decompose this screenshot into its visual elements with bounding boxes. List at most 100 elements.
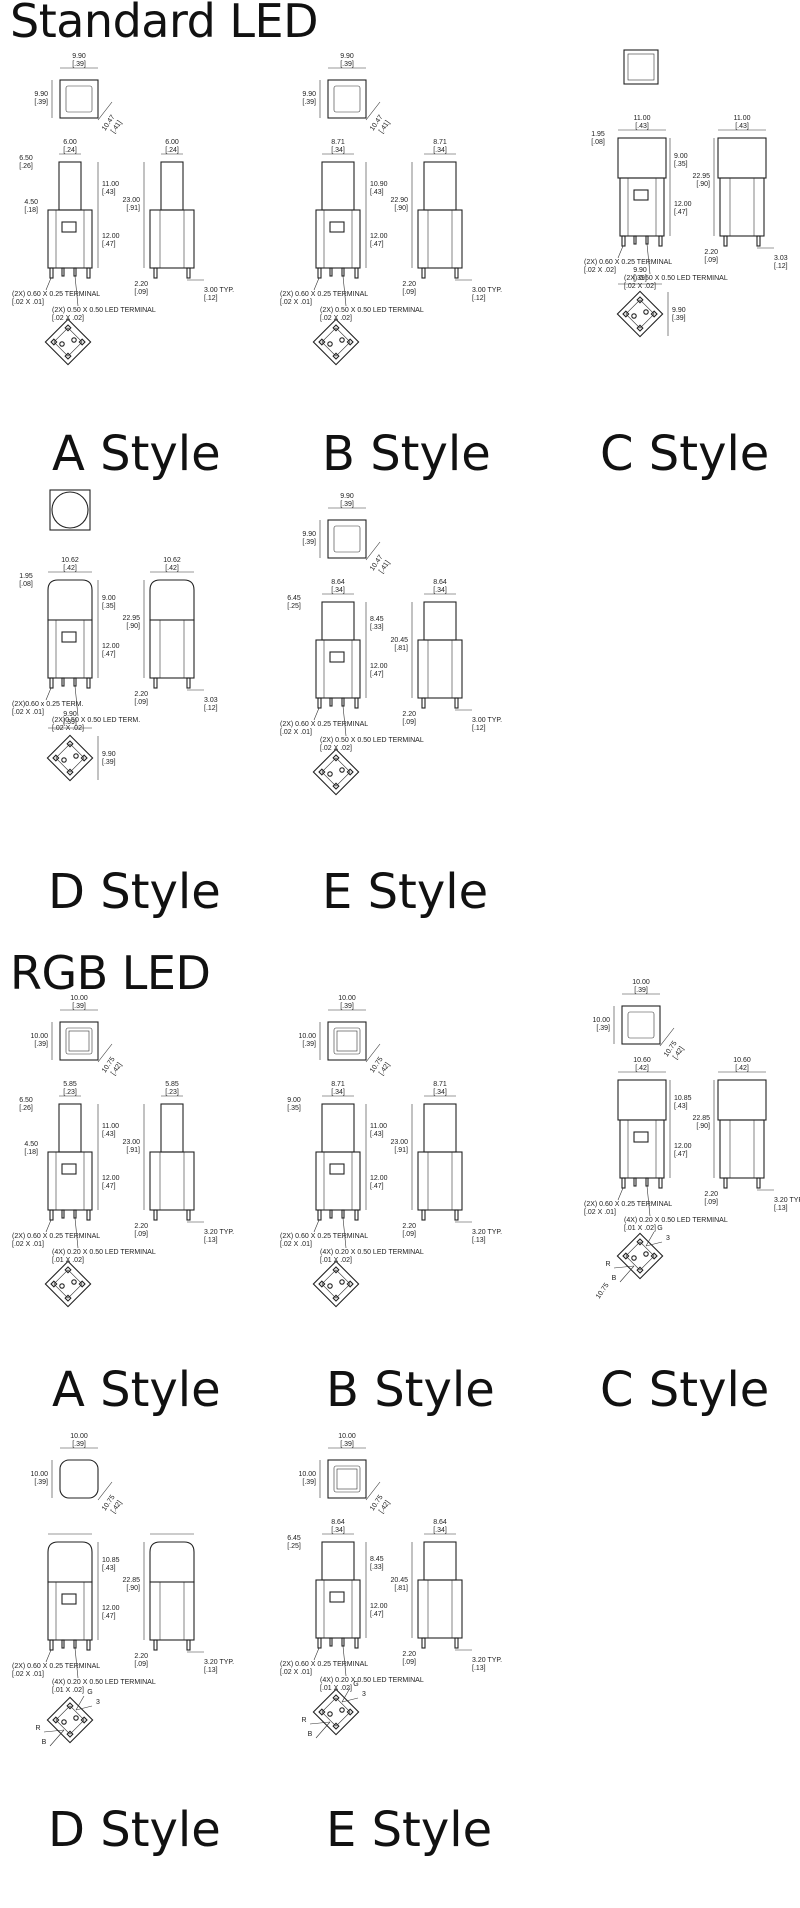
bottom-view-part [64, 1266, 72, 1274]
style-label-rgb-c: C Style [600, 1362, 770, 1418]
pin-hole [339, 1279, 345, 1285]
dimension-pitch: 3.03 [774, 255, 788, 262]
dimension-term2-inch: [.01 X .02] [320, 1685, 352, 1692]
bottom-view-part [64, 1294, 72, 1302]
top-view-inner [336, 1030, 358, 1052]
dimension-total-inch: [.90] [696, 181, 710, 188]
dimension-cap_h-inch: [.43] [102, 189, 116, 196]
side-cap-outline [149, 1541, 195, 1583]
bottom-view-part [321, 327, 351, 357]
side-pin [186, 1209, 191, 1221]
led-pin [329, 267, 333, 277]
bottom-view-part [66, 740, 74, 748]
top-view-outline [327, 519, 367, 559]
body-window [61, 631, 77, 643]
led-pin [61, 1209, 65, 1219]
dimension-cap_w-inch: [.42] [635, 1065, 649, 1072]
dimension-term2: (4X) 0.20 X 0.50 LED TERMINAL [624, 1217, 728, 1224]
terminal-pin [354, 1209, 359, 1221]
led-terminal-leader [74, 685, 79, 717]
drawing-standard-d: 10.62[.42]9.00[.35]12.00[.47]1.95[.08](2… [12, 489, 218, 782]
dimension-body_h: 12.00 [674, 1143, 692, 1150]
dimension-pin-inch: [.09] [134, 1661, 148, 1668]
dimension-total: 23.00 [122, 1139, 140, 1146]
dimension-flange: 6.45 [287, 595, 301, 602]
style-label-standard-c: C Style [600, 426, 770, 482]
side-body [149, 619, 195, 679]
bottom-view-part [346, 1280, 354, 1288]
cap-outline [47, 579, 93, 621]
diag-dim [97, 1481, 113, 1501]
pin-hole [59, 1283, 65, 1289]
dimension-body_h-inch: [.47] [102, 1183, 116, 1190]
side-pin [153, 267, 158, 279]
dimension-bot_h-inch: [.39] [672, 315, 686, 322]
style-label-rgb-a: A Style [52, 1362, 221, 1418]
terminal-pin [317, 267, 322, 279]
bottom-view-part [636, 1238, 644, 1246]
dimension-term2-inch: [.02 X .02] [624, 283, 656, 290]
bottom-view-part [321, 1697, 351, 1727]
dimension-cap_w: 8.64 [331, 579, 345, 586]
terminal-leader [617, 1187, 624, 1201]
pin-label-0: G [87, 1689, 92, 1696]
dimension-term1: (2X) 0.60 X 0.25 TERMINAL [280, 291, 368, 298]
dimension-cap_h-inch: [.33] [370, 624, 384, 631]
dimension-term1: (2X)0.60 x 0.25 TERM. [12, 701, 84, 708]
dimension-total: 23.00 [122, 197, 140, 204]
side-pin [723, 1177, 728, 1189]
dimension-cap_h: 8.45 [370, 616, 384, 623]
side-pin [454, 697, 459, 709]
pin-leader [341, 1687, 351, 1703]
dimension-pitch: 3.00 TYP. [204, 287, 234, 294]
dimension-side_cap_w: 8.71 [433, 139, 447, 146]
dimension-term1-inch: [.02 X .01] [584, 1209, 616, 1216]
dimension-pin-inch: [.09] [402, 1231, 416, 1238]
dimension-term1-inch: [.02 X .01] [12, 299, 44, 306]
bottom-view-part [66, 1730, 74, 1738]
dimension-total-inch: [.91] [126, 205, 140, 212]
dimension-total-inch: [.90] [696, 1123, 710, 1130]
dimension-flange-inch: [.35] [287, 1105, 301, 1112]
top-view-outline [621, 1005, 661, 1045]
dimension-diag: 10.75 [595, 1282, 611, 1300]
dimension-top_h-inch: [.39] [302, 99, 316, 106]
bottom-view-part [318, 1280, 326, 1288]
dimension-term1-inch: [.02 X .01] [280, 1241, 312, 1248]
dimension-term2: (2X) 0.50 X 0.50 LED TERMINAL [320, 307, 424, 314]
led-terminal-leader [74, 1217, 79, 1249]
bottom-view [44, 318, 92, 366]
dimension-pin-inch: [.09] [134, 1231, 148, 1238]
style-label-standard-d: D Style [48, 864, 221, 920]
dimension-pitch-inch: [.12] [204, 705, 218, 712]
dimension-pin-inch: [.09] [134, 699, 148, 706]
dimension-top_w-inch: [.39] [340, 61, 354, 68]
dimension-top_w-inch: [.39] [634, 987, 648, 994]
dimension-body_h-inch: [.47] [102, 241, 116, 248]
bottom-view-part [44, 318, 92, 366]
terminal-pin [49, 677, 54, 689]
dimension-flange: 6.45 [287, 1535, 301, 1542]
bottom-view-part [318, 338, 326, 346]
bottom-view-part [332, 352, 340, 360]
dimension-cap_w-inch: [.34] [331, 1089, 345, 1096]
top-view-inner [68, 1030, 90, 1052]
dimension-pitch-inch: [.12] [774, 263, 788, 270]
dimension-top_w-inch: [.39] [340, 1003, 354, 1010]
dimension-term1-inch: [.02 X .01] [12, 1671, 44, 1678]
dimension-top_h: 10.00 [298, 1033, 316, 1040]
bottom-view-part [46, 734, 94, 782]
dimension-term2-inch: [.02 X .02] [320, 315, 352, 322]
pin-leader [619, 1265, 635, 1283]
dimension-term2: (4X) 0.20 X 0.50 LED TERMINAL [320, 1677, 424, 1684]
pin-hole [327, 341, 333, 347]
drawing-rgb-d: 10.00[.39]10.00[.39]10.75[.42]10.85[.43]… [12, 1433, 234, 1747]
dimension-body_h: 12.00 [102, 233, 120, 240]
side-pin [454, 267, 459, 279]
bottom-view-part [650, 310, 658, 318]
pin-hole [61, 1719, 67, 1725]
dimension-pin: 2.20 [704, 249, 718, 256]
body-window [329, 1163, 345, 1175]
dimension-bot_w-inch: [.39] [63, 719, 77, 726]
dimension-cap_h: 9.00 [102, 595, 116, 602]
